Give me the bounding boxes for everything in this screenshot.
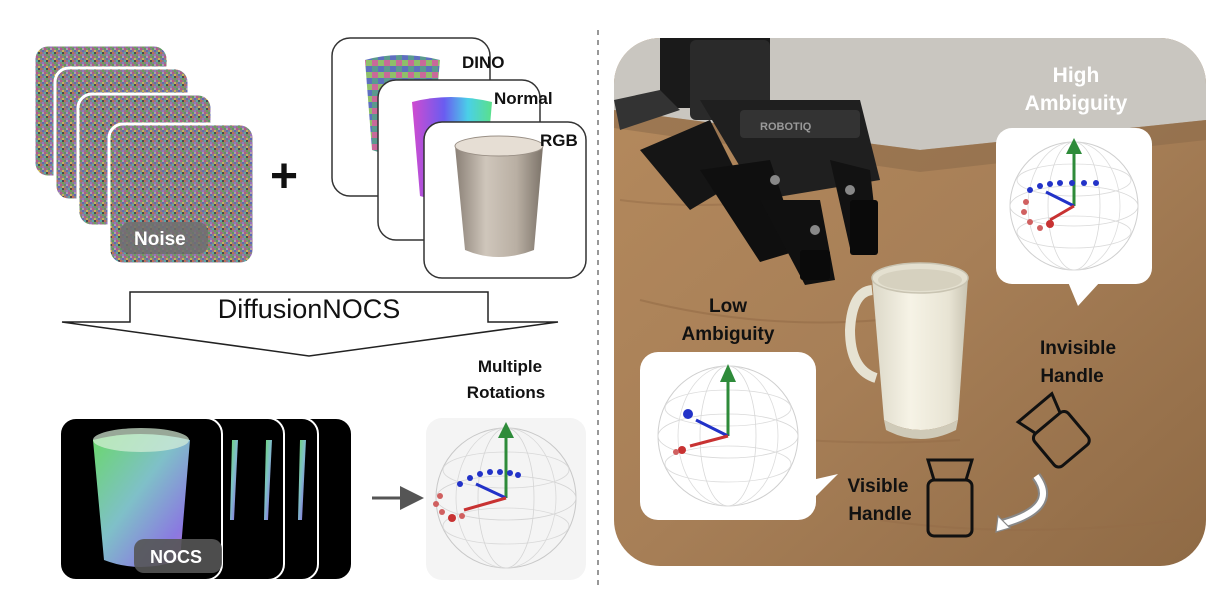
rgb-mug-rim [454,135,544,157]
diffusion-arrow [61,291,559,357]
nocs-sliver-2 [230,440,238,520]
dino-label: DINO [462,53,505,72]
low-bubble-tail [812,474,838,500]
nocs-sliver-4 [298,440,306,520]
invisible-handle-line1: Invisible [1040,338,1116,359]
noise-stack: Noise [32,43,256,266]
rgb-label: RGB [540,131,578,150]
rotations-label-line2: Rotations [467,383,545,402]
low-ambiguity-bubble [640,352,838,520]
low-ambiguity-line2: Ambiguity [682,324,775,345]
invisible-handle-line2: Handle [1040,366,1103,387]
nocs-label: NOCS [150,547,202,567]
nocs-mug-rim [93,428,189,452]
visible-handle-line2: Handle [848,504,911,525]
invisible-handle-camera-icon [1015,391,1091,469]
high-ambiguity-line2: Ambiguity [1025,92,1128,115]
gripper-brand: ROBOTIQ [760,121,812,133]
nocs-label-bg [134,539,222,573]
plus-symbol: + [270,150,298,203]
nocs-sliver-3 [264,440,272,520]
visible-handle-camera-icon [925,458,975,538]
normal-label: Normal [494,89,553,108]
robot-gripper: ROBOTIQ [614,38,880,285]
nocs-mug [93,434,190,567]
noise-label: Noise [134,229,186,250]
visible-handle-line1: Visible [848,476,909,497]
condition-stack: DINO Normal RGB [331,37,587,279]
noise-label-bg [120,222,208,254]
model-label: DiffusionNOCS [218,294,401,324]
rotation-sphere-multiple [426,418,586,580]
low-ambiguity-line1: Low [709,296,747,317]
rotations-label-line1: Multiple [478,357,542,376]
high-bubble-tail [1068,282,1100,306]
white-mug [844,262,969,439]
high-ambiguity-line1: High [1053,64,1100,87]
scene-photo: ROBOTIQ [614,38,1206,566]
nocs-stack: NOCS [59,417,353,581]
rgb-mug [455,140,543,257]
high-ambiguity-bubble [996,128,1152,306]
